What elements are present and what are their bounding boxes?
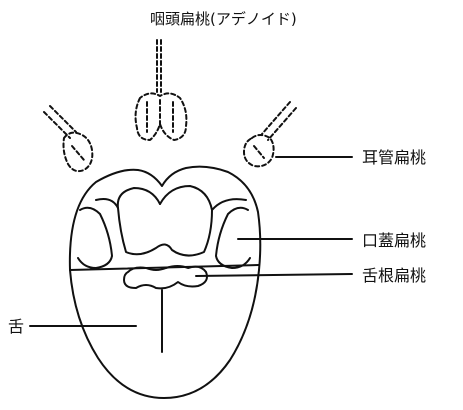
mouth-outline [68,165,262,271]
soft-palate-right-lobe [159,185,213,211]
tongue-outline [69,269,260,399]
tubal-tonsil-label: 耳管扁桃 [362,148,427,167]
lingual-tonsil-label: 舌根扁桃 [362,266,427,285]
palatine-tonsil-right-shape [215,206,251,269]
tongue-label: 舌 [8,317,25,336]
lingual-tonsil-leader-line [195,273,353,277]
lingual-tonsil-shape [123,265,208,290]
pharyngeal-tonsil-shape [134,39,188,141]
uvula-outline [95,198,247,257]
tubal-tonsil-right-shape [243,101,297,168]
palatine-tonsil-label: 口蓋扁桃 [362,231,427,250]
palatine-tonsil-left-shape [77,206,113,269]
soft-palate-left-lobe [116,187,161,209]
tubal-tonsil-left-shape [43,105,94,173]
pharyngeal-tonsil-label: 咽頭扁桃(アデノイド) [150,10,297,28]
